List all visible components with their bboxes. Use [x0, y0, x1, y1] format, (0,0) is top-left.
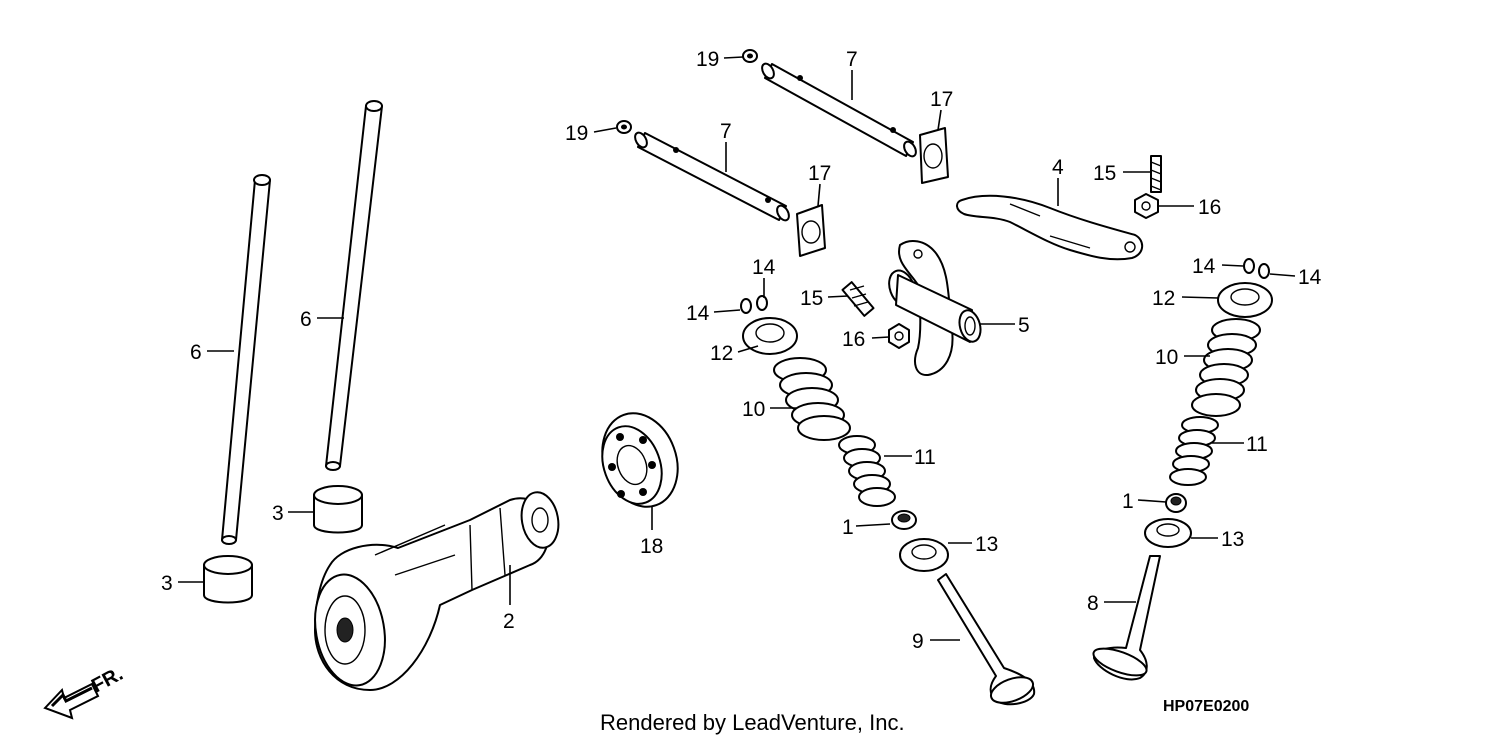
lifter-3-upper — [313, 485, 363, 534]
seal-1-right — [1165, 493, 1187, 513]
callout-19-lower: 19 — [565, 122, 588, 145]
lock-nut-16-lower — [888, 323, 910, 349]
cotter-14-right — [1243, 258, 1270, 279]
callout-12-left: 12 — [710, 342, 733, 365]
callout-10-right: 10 — [1155, 346, 1178, 369]
callout-10-left: 10 — [742, 398, 765, 421]
outer-spring-10-left — [773, 357, 851, 441]
seat-13-left — [899, 538, 949, 572]
diagram-code: HP07E0200 — [1163, 698, 1249, 715]
bearing-18 — [601, 412, 679, 508]
callout-17-upper: 17 — [930, 88, 953, 111]
washer-19-upper — [742, 49, 758, 63]
callout-17-lower: 17 — [808, 162, 831, 185]
callout-14-right-right: 14 — [1298, 266, 1322, 289]
seal-1-left — [891, 510, 917, 530]
valve-9 — [937, 573, 1036, 706]
callout-6-right: 6 — [300, 308, 312, 331]
retainer-12-right — [1217, 282, 1273, 318]
plate-17-upper — [919, 127, 949, 184]
rocker-arm-5 — [888, 239, 982, 377]
callout-18: 18 — [640, 535, 663, 558]
callout-15-lower: 15 — [800, 287, 823, 310]
callout-11-left: 11 — [914, 446, 936, 469]
front-direction-arrow-icon — [43, 682, 100, 720]
adjust-screw-15-upper — [1150, 155, 1162, 193]
callout-4: 4 — [1052, 156, 1064, 179]
camshaft-2 — [314, 491, 560, 691]
callouts: 19 7 17 19 7 17 4 15 16 14 14 15 5 16 14… — [161, 48, 1322, 653]
callout-3-lower: 3 — [161, 572, 173, 595]
callout-14-left-side: 14 — [686, 302, 710, 325]
callout-14-right-left: 14 — [1192, 255, 1216, 278]
washer-19-lower — [616, 120, 632, 134]
callout-13-right: 13 — [1221, 528, 1244, 551]
outer-spring-10-right — [1191, 318, 1261, 417]
callout-2: 2 — [503, 610, 515, 633]
callout-11-right: 11 — [1246, 433, 1268, 456]
callout-1-right: 1 — [1122, 490, 1134, 513]
callout-6-left: 6 — [190, 341, 202, 364]
plate-17-lower — [796, 204, 826, 257]
callout-13-left: 13 — [975, 533, 998, 556]
valve-8 — [1092, 555, 1161, 681]
render-credit: Rendered by LeadVenture, Inc. — [600, 710, 905, 735]
callout-1-left: 1 — [842, 516, 854, 539]
rocker-shaft-upper — [761, 62, 917, 158]
pushrod-6-right — [325, 100, 383, 471]
inner-spring-11-right — [1169, 416, 1219, 486]
callout-14-left-top: 14 — [752, 256, 776, 279]
retainer-12-left — [742, 317, 798, 355]
callout-5: 5 — [1018, 314, 1030, 337]
adjust-screw-15-lower — [841, 281, 875, 317]
callout-8: 8 — [1087, 592, 1099, 615]
callout-19-upper: 19 — [696, 48, 719, 71]
callout-16-lower: 16 — [842, 328, 865, 351]
callout-12-right: 12 — [1152, 287, 1175, 310]
callout-15-upper: 15 — [1093, 162, 1116, 185]
callout-9: 9 — [912, 630, 924, 653]
pushrod-6-left — [221, 174, 271, 545]
inner-spring-11-left — [838, 435, 896, 507]
seat-13-right — [1144, 518, 1192, 548]
lock-nut-16-upper — [1134, 193, 1159, 219]
rocker-shaft-lower — [634, 131, 790, 222]
callout-7-upper: 7 — [846, 48, 858, 71]
callout-16-upper: 16 — [1198, 196, 1221, 219]
callout-3-upper: 3 — [272, 502, 284, 525]
lifter-3-lower — [203, 555, 253, 604]
cotter-14-left — [740, 295, 768, 314]
rocker-arm-4 — [956, 194, 1144, 261]
callout-7-lower: 7 — [720, 120, 732, 143]
